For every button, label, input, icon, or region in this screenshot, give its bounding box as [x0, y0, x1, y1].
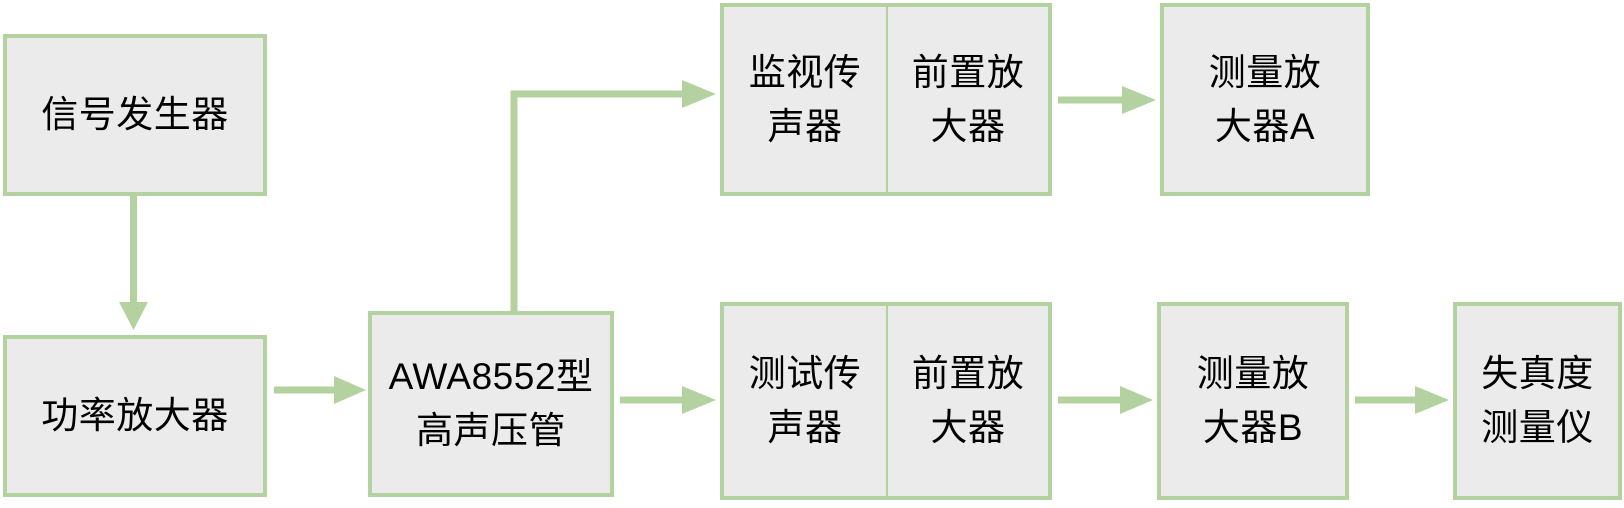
node-power-amplifier-label: 功率放大器	[41, 395, 229, 437]
node-measuring-amplifier-a[interactable]: 测量放 大器A	[1160, 3, 1370, 196]
node-measuring-amplifier-a-label-line2: 大器A	[1214, 105, 1316, 147]
connector-measuring-amplifier-b-to-distortion-meter	[1353, 370, 1457, 430]
node-preamplifier-bottom[interactable]: 前置放 大器	[886, 302, 1052, 500]
node-test-microphone[interactable]: 测试传 声器	[720, 302, 888, 500]
connector-awa8552-to-monitor-microphone	[490, 78, 740, 318]
node-distortion-meter-label-line2: 测量仪	[1481, 407, 1594, 448]
node-awa8552-high-pressure-tube[interactable]: AWA8552型 高声压管	[368, 311, 614, 497]
node-signal-generator-label: 信号发生器	[41, 94, 229, 136]
node-awa8552-label-line1: AWA8552型	[388, 356, 594, 398]
node-power-amplifier[interactable]: 功率放大器	[3, 335, 267, 497]
node-awa8552-label-line2: 高声压管	[416, 410, 566, 451]
connector-awa8552-to-test-microphone	[618, 370, 724, 430]
connector-preamplifier-bottom-to-measuring-amplifier-b	[1056, 370, 1161, 430]
node-measuring-amplifier-b[interactable]: 测量放 大器B	[1157, 302, 1349, 500]
node-measuring-amplifier-b-label-line2: 大器B	[1202, 407, 1304, 448]
node-preamplifier-top[interactable]: 前置放 大器	[886, 3, 1052, 196]
node-distortion-meter[interactable]: 失真度 测量仪	[1453, 302, 1622, 500]
node-preamplifier-bottom-label-line2: 大器	[930, 407, 1006, 448]
node-measuring-amplifier-b-label-line1: 测量放	[1196, 353, 1310, 395]
connector-power-amplifier-to-awa8552	[272, 360, 372, 420]
node-preamplifier-top-label-line2: 大器	[930, 105, 1006, 147]
node-monitor-microphone[interactable]: 监视传 声器	[720, 3, 888, 196]
connector-signal-generator-to-power-amplifier	[100, 190, 170, 340]
node-test-microphone-label-line1: 测试传	[748, 353, 862, 395]
node-distortion-meter-label-line1: 失真度	[1481, 353, 1594, 395]
node-test-microphone-label-line2: 声器	[767, 407, 843, 448]
node-measuring-amplifier-a-label-line1: 测量放	[1208, 51, 1322, 93]
node-preamplifier-top-label-line1: 前置放	[911, 51, 1025, 93]
node-monitor-microphone-label-line1: 监视传	[748, 51, 862, 93]
node-preamplifier-bottom-label-line1: 前置放	[911, 353, 1025, 395]
node-signal-generator[interactable]: 信号发生器	[3, 34, 267, 196]
node-monitor-microphone-label-line2: 声器	[767, 105, 843, 147]
connector-preamplifier-top-to-measuring-amplifier-a	[1056, 70, 1164, 130]
